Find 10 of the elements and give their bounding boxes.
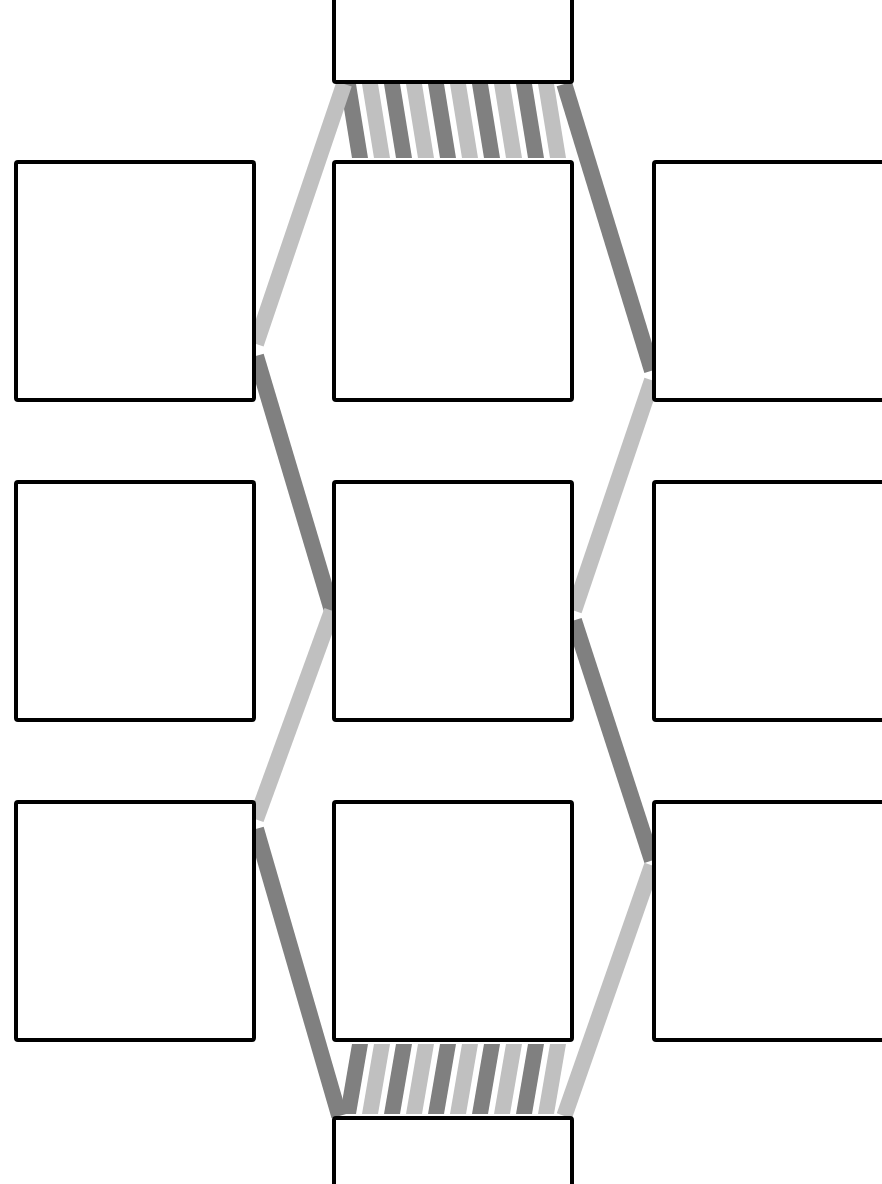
- square-box: [14, 480, 256, 722]
- square-box: [14, 800, 256, 1042]
- square-box: [332, 480, 574, 722]
- square-box: [332, 800, 574, 1042]
- square-box: [332, 0, 574, 84]
- square-box: [652, 800, 882, 1042]
- square-box: [652, 480, 882, 722]
- square-box: [652, 160, 882, 402]
- square-box: [14, 160, 256, 402]
- square-box: [332, 160, 574, 402]
